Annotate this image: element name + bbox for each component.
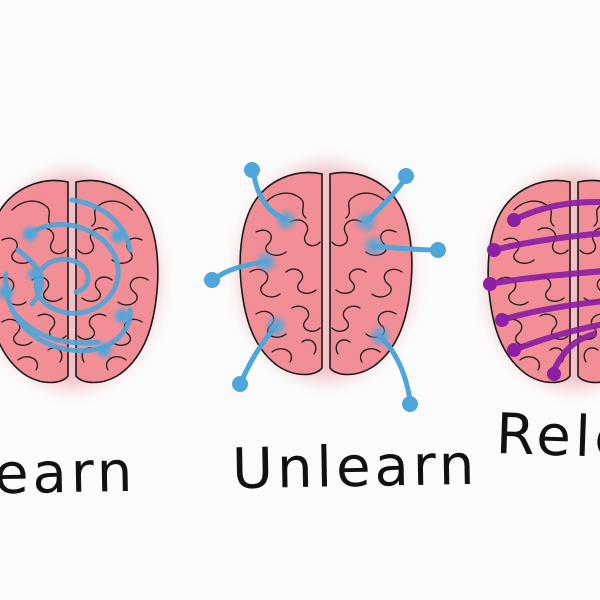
brain-relearn	[483, 172, 600, 388]
caption-relearn: Relea	[494, 401, 600, 474]
brain-unlearn	[204, 162, 446, 412]
brain-icon	[0, 172, 158, 388]
caption-unlearn: Unlearn	[231, 432, 479, 503]
brain-icon	[240, 164, 412, 380]
caption-learn: earn	[0, 439, 137, 508]
purple-pins-icon	[483, 198, 600, 381]
brain-learn	[0, 172, 158, 388]
dispersed-pins-icon	[204, 162, 446, 412]
